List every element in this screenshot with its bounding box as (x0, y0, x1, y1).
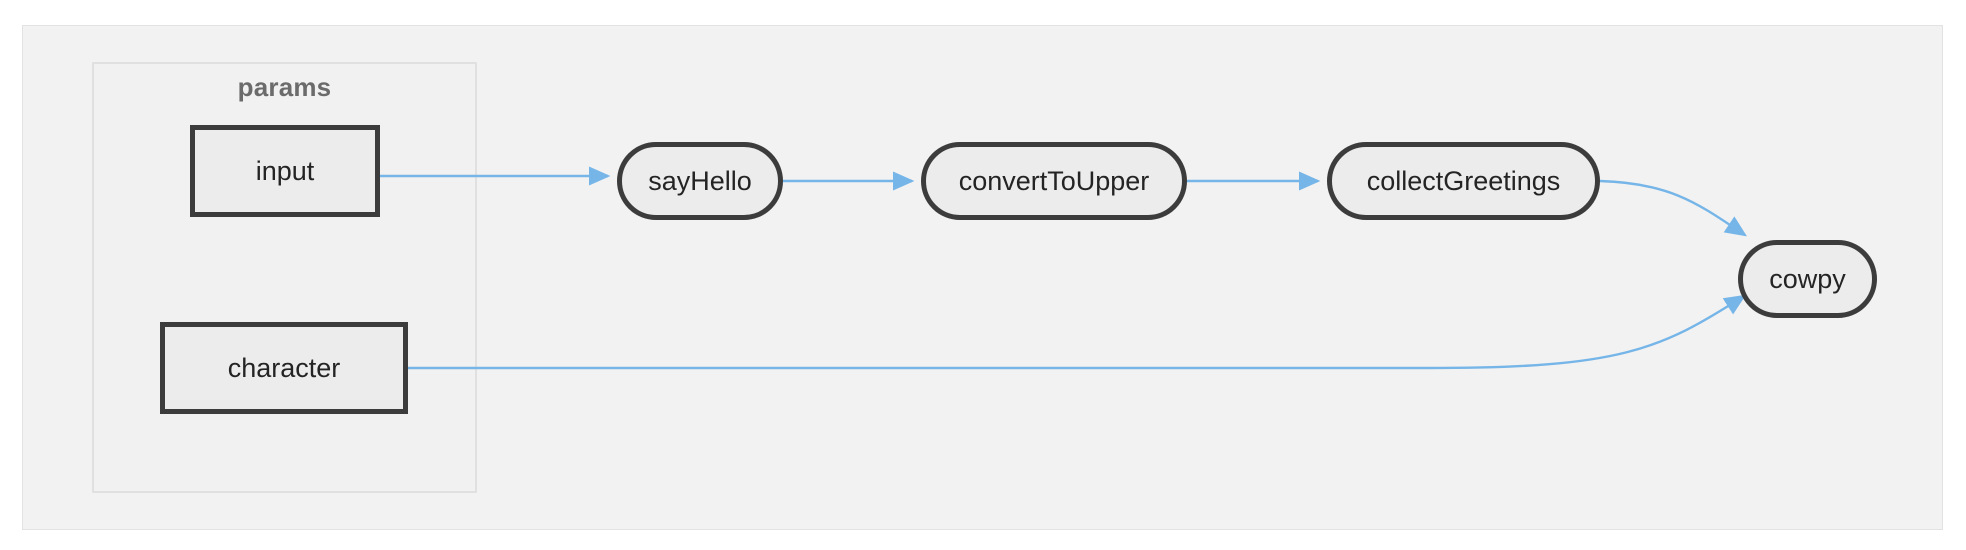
node-converttoupper[interactable]: convertToUpper (921, 142, 1187, 220)
node-cowpy[interactable]: cowpy (1738, 240, 1877, 318)
node-sayhello-label: sayHello (648, 165, 752, 196)
node-converttoupper-label: convertToUpper (958, 165, 1150, 196)
node-input-label: input (255, 155, 315, 186)
node-character[interactable]: character (160, 322, 408, 414)
node-input[interactable]: input (190, 125, 380, 217)
node-character-label: character (227, 352, 341, 383)
node-cowpy-label: cowpy (1769, 263, 1846, 294)
subgraph-params-label: params (237, 72, 332, 102)
node-sayhello[interactable]: sayHello (617, 142, 783, 220)
node-collectgreetings-label: collectGreetings (1366, 165, 1561, 196)
node-collectgreetings[interactable]: collectGreetings (1327, 142, 1600, 220)
